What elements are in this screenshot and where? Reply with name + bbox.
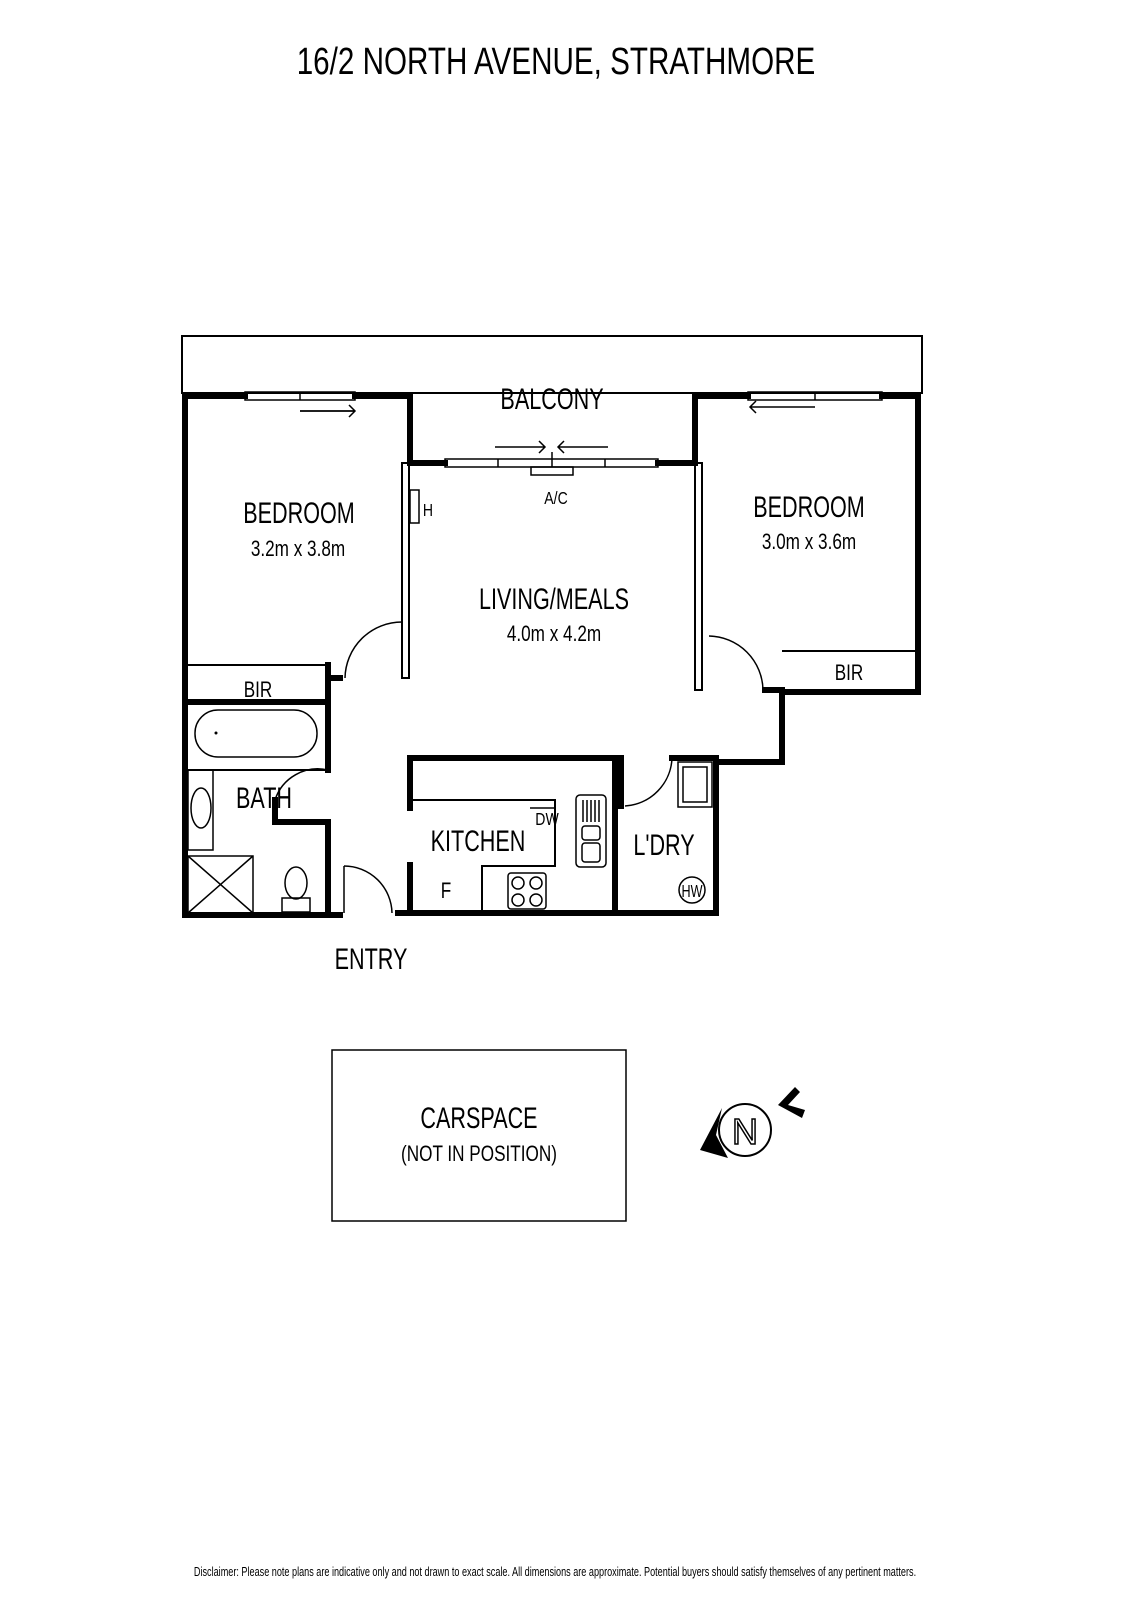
bedroom2-size: 3.0m x 3.6m: [762, 530, 856, 555]
laundry-label: L'DRY: [633, 827, 694, 861]
disclaimer: Disclaimer: Please note plans are indica…: [194, 1566, 916, 1580]
heater-label: H: [423, 500, 433, 520]
sink: [575, 794, 607, 868]
living-label: LIVING/MEALS: [479, 581, 629, 615]
bedroom1-label: BEDROOM: [243, 495, 355, 529]
basin: [190, 787, 212, 829]
bath-label: BATH: [236, 780, 292, 814]
kitchen-label: KITCHEN: [431, 823, 526, 857]
carspace-note: (NOT IN POSITION): [401, 1142, 557, 1167]
balcony-outline: [181, 335, 923, 394]
ac-label: A/C: [544, 488, 568, 508]
entry-label: ENTRY: [335, 941, 408, 975]
carspace: CARSPACE (NOT IN POSITION): [331, 1049, 627, 1222]
hot-water-unit: [678, 876, 706, 904]
laundry-trough: [677, 761, 713, 808]
bathtub: [194, 709, 318, 758]
heater: [409, 489, 420, 524]
room-labels: BALCONY BEDROOM 3.2m x 3.8m BEDROOM 3.0m…: [236, 381, 865, 975]
bedroom2-label: BEDROOM: [753, 489, 865, 523]
fixtures: [187, 709, 713, 914]
carspace-label: CARSPACE: [420, 1100, 537, 1134]
plan-title: 16/2 NORTH AVENUE, STRATHMORE: [297, 41, 816, 83]
toilet: [284, 866, 308, 900]
shower: [187, 855, 254, 914]
fridge-label: F: [441, 879, 451, 904]
bir2-label: BIR: [835, 661, 864, 686]
hot-water-label: HW: [682, 882, 703, 902]
balcony-label: BALCONY: [500, 381, 603, 415]
north-compass-icon: N: [700, 1087, 805, 1158]
walls: [182, 393, 921, 918]
cooktop: [507, 872, 547, 910]
bir1-label: BIR: [244, 678, 273, 703]
living-size: 4.0m x 4.2m: [507, 622, 601, 647]
ac-unit: [530, 466, 574, 476]
compass-label: N: [732, 1111, 758, 1152]
dishwasher-label: DW: [535, 809, 559, 829]
bedroom1-size: 3.2m x 3.8m: [251, 537, 345, 562]
doors: [274, 489, 764, 914]
windows: [244, 391, 883, 476]
